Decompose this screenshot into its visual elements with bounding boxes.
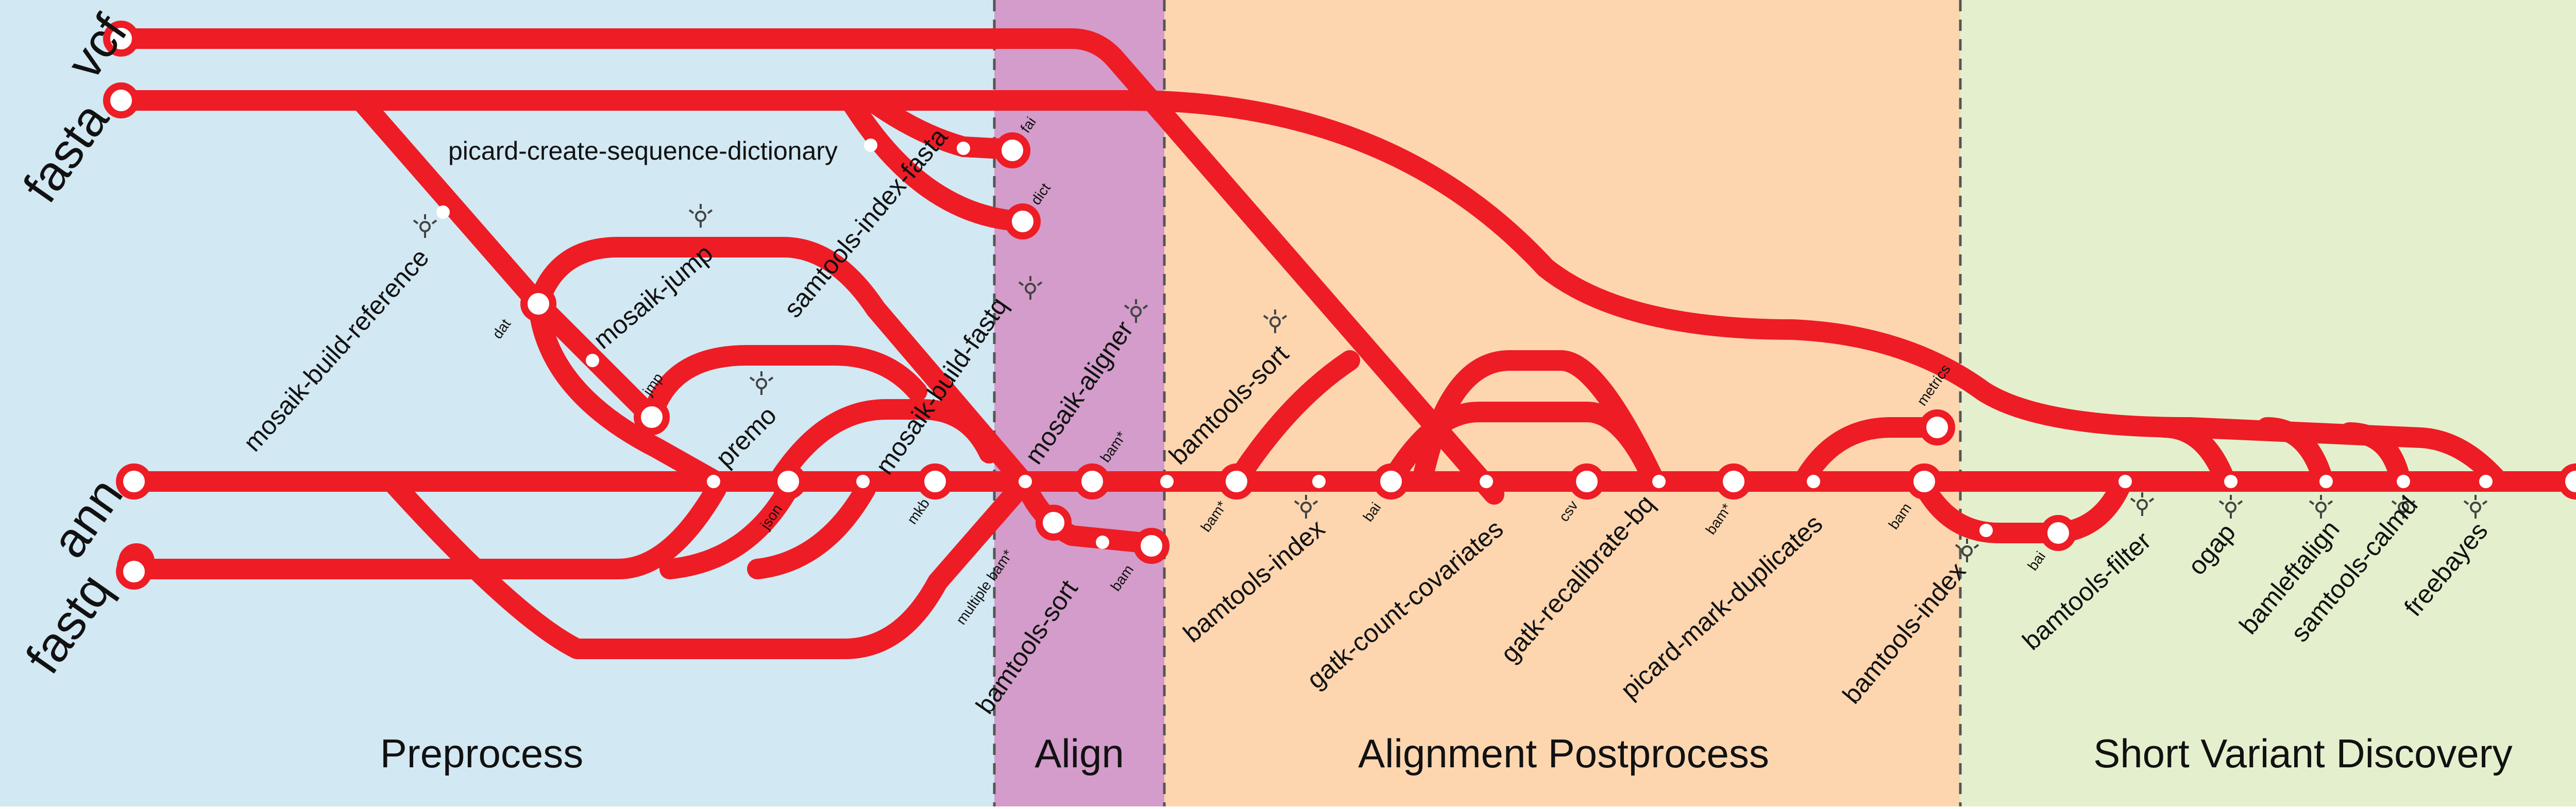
line-fastq-json <box>659 479 799 579</box>
station-fasta-input[interactable] <box>103 82 139 118</box>
line-bamtools-arc <box>1226 350 1360 492</box>
section-label-postprocess: Alignment Postprocess <box>1358 731 1769 776</box>
stop-gatk-count-covariates[interactable] <box>1480 475 1493 488</box>
section-label-align: Align <box>1035 731 1124 776</box>
bulb-icon <box>2130 492 2155 516</box>
stop-bamtools-index-2[interactable] <box>1979 524 1993 537</box>
stop-mosaik-build-fastq[interactable] <box>856 475 870 488</box>
bulb-icon <box>2309 495 2333 519</box>
line-bai-arc2 <box>1412 350 1664 492</box>
line-fasta-dict <box>840 90 1033 232</box>
stop-bamtools-filter[interactable] <box>2119 475 2132 488</box>
station-json[interactable] <box>770 463 806 500</box>
bulb-icon <box>1124 299 1148 323</box>
line-fasta-fai <box>860 90 1023 160</box>
station-bam-star-1[interactable] <box>1074 463 1110 500</box>
station-bam-2[interactable] <box>1906 463 1942 500</box>
line-vcf <box>111 28 1504 505</box>
bulb-icon <box>2218 495 2243 519</box>
line-fastq-lower <box>381 471 1036 659</box>
station-mkb[interactable] <box>917 463 953 500</box>
line-calmd-branch <box>2339 422 2411 492</box>
station-bam-align[interactable] <box>1133 528 1170 564</box>
station-bam-star-2[interactable] <box>1218 463 1255 500</box>
stop-bamleftalign[interactable] <box>2319 475 2333 488</box>
section-label-variant: Short Variant Discovery <box>2093 731 2513 776</box>
section-align-bg <box>994 0 1164 806</box>
station-bam-star-3[interactable] <box>1716 463 1752 500</box>
stop-picard-csd[interactable] <box>864 139 877 152</box>
stop-mosaik-jump[interactable] <box>586 354 599 367</box>
bulb-icon <box>1018 276 1043 300</box>
bulb-icon <box>2391 495 2416 519</box>
bulb-icon <box>1263 309 1287 333</box>
section-dividers <box>993 0 1962 806</box>
stop-picard-mark-duplicates[interactable] <box>1807 475 1820 488</box>
line-dat-premo <box>528 294 726 492</box>
bulb-icon <box>413 214 437 238</box>
station-dat[interactable] <box>520 286 556 322</box>
station-jmp[interactable] <box>634 399 670 435</box>
bulb-icon <box>1955 539 1979 562</box>
station-metrics[interactable] <box>1919 409 1955 445</box>
station-csv[interactable] <box>1569 463 1605 500</box>
stop-mosaik-aligner[interactable] <box>1019 475 1032 488</box>
bulb-icon <box>749 371 774 395</box>
line-fastq-mkb <box>747 479 876 579</box>
line-metrics <box>1793 417 1942 492</box>
stations <box>103 21 2576 590</box>
stop-gatk-recalibrate-bq[interactable] <box>1652 475 1666 488</box>
bulb-icon <box>1294 495 1318 519</box>
section-variant-bg <box>1960 0 2576 806</box>
line-fastq <box>124 479 726 579</box>
bulb-icons <box>413 204 2488 562</box>
station-ann-input[interactable] <box>116 463 152 500</box>
stop-samtools-calmd[interactable] <box>2397 475 2410 488</box>
bulb-icon <box>2463 495 2488 519</box>
station-fastq-input-3[interactable] <box>116 554 152 590</box>
station-bai-2[interactable] <box>2040 515 2076 551</box>
station-vcf-input[interactable] <box>103 21 139 57</box>
stop-ogap[interactable] <box>2224 475 2238 488</box>
section-preprocess-bg <box>0 0 994 806</box>
station-vcf-output[interactable] <box>2558 463 2576 500</box>
stop-bamtools-index[interactable] <box>1312 475 1326 488</box>
line-mosaik-jump <box>528 237 1036 494</box>
station-dict[interactable] <box>1005 203 1041 239</box>
line-premo-arc <box>768 399 999 492</box>
line-jmp-fastq <box>641 345 927 427</box>
stop-mosaik-build-reference[interactable] <box>436 205 450 219</box>
line-bamleftalign-branch <box>2257 417 2334 492</box>
station-multiple-bam[interactable] <box>1036 505 1072 541</box>
stop-bamtools-sort[interactable] <box>1160 475 1174 488</box>
stop-samtools-index-fasta[interactable] <box>957 142 970 155</box>
stop-premo[interactable] <box>707 475 720 488</box>
line-ogap-branch <box>2154 417 2236 492</box>
tool-label-picard-csd: picard-create-sequence-dictionary <box>448 136 838 165</box>
pipeline-lines <box>111 28 2576 659</box>
station-fai[interactable] <box>994 132 1030 168</box>
line-bai-lower <box>1911 471 2133 543</box>
section-label-preprocess: Preprocess <box>380 731 584 776</box>
stop-freebayes[interactable] <box>2479 475 2493 488</box>
station-bai-1[interactable] <box>1373 463 1409 500</box>
bulb-icon <box>688 204 713 228</box>
stop-bamtools-sort-align[interactable] <box>1096 536 1109 549</box>
line-fasta-dat <box>350 90 549 314</box>
